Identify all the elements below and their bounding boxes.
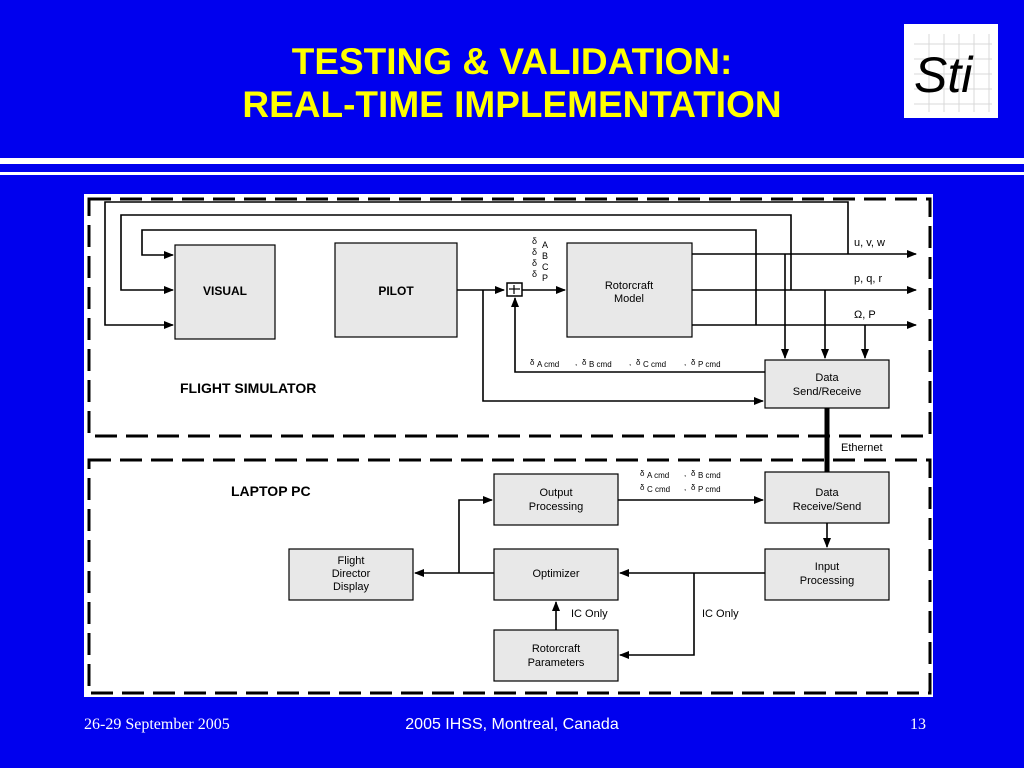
sim-cmd-b: B cmd xyxy=(589,360,612,369)
delta-a: A xyxy=(542,240,548,250)
laptop-pc-label: LAPTOP PC xyxy=(231,483,311,499)
output-processing-block xyxy=(493,473,619,526)
rotorcraft-model-label-1: Rotorcraft xyxy=(605,280,653,292)
svg-text:,: , xyxy=(575,358,577,367)
output-processing-label-1: Output xyxy=(539,487,572,499)
ic-only-label-2: IC Only xyxy=(702,608,739,620)
output-pqr: p, q, r xyxy=(854,273,882,285)
svg-text:δ: δ xyxy=(532,269,537,279)
svg-text:δ: δ xyxy=(691,483,696,492)
slide-title-line2: REAL-TIME IMPLEMENTATION xyxy=(242,84,782,125)
laptop-cmd-b: B cmd xyxy=(698,471,721,480)
ethernet-label: Ethernet xyxy=(841,442,883,454)
optimizer-block xyxy=(493,548,619,601)
flight-simulator-boundary xyxy=(87,197,932,438)
system-diagram: VISUAL PILOT Rotorcraft Model Data Send/… xyxy=(84,194,933,697)
slide-title-line1: TESTING & VALIDATION: xyxy=(291,41,733,82)
ic-only-label-1: IC Only xyxy=(571,608,608,620)
svg-text:,: , xyxy=(684,358,686,367)
flight-director-label-3: Display xyxy=(333,581,370,593)
sti-logo-graphic: Sti xyxy=(914,34,992,112)
output-uvw: u, v, w xyxy=(854,237,885,249)
data-receive-send-label-2: Receive/Send xyxy=(793,501,862,513)
svg-text:δ: δ xyxy=(532,258,537,268)
svg-text:δ: δ xyxy=(640,483,645,492)
data-send-receive-block xyxy=(764,359,890,409)
input-processing-label-2: Processing xyxy=(800,575,854,587)
laptop-cmd-a: A cmd xyxy=(647,471,669,480)
pilot-label: PILOT xyxy=(378,284,414,298)
svg-text:δ: δ xyxy=(691,358,696,367)
laptop-cmd-c: C cmd xyxy=(647,485,670,494)
svg-text:,: , xyxy=(684,483,686,492)
svg-text:,: , xyxy=(629,358,631,367)
footer-conference: 2005 IHSS, Montreal, Canada xyxy=(405,716,619,733)
flight-director-label-2: Director xyxy=(332,568,371,580)
input-processing-block xyxy=(764,548,890,601)
title-rule-thin xyxy=(0,172,1024,175)
slide-title: TESTING & VALIDATION: REAL-TIME IMPLEMEN… xyxy=(0,40,1024,126)
sim-cmd-c: C cmd xyxy=(643,360,666,369)
delta-b: B xyxy=(542,251,548,261)
logo-text: Sti xyxy=(914,47,974,103)
visual-block xyxy=(174,244,276,340)
data-receive-send-label-1: Data xyxy=(815,487,839,499)
laptop-pc-boundary xyxy=(87,458,932,695)
data-send-receive-label-1: Data xyxy=(815,372,839,384)
rotorcraft-parameters-label-1: Rotorcraft xyxy=(532,643,580,655)
input-processing-label-1: Input xyxy=(815,561,839,573)
footer-date: 26-29 September 2005 xyxy=(84,716,230,733)
svg-text:δ: δ xyxy=(532,236,537,246)
rotorcraft-model-label-2: Model xyxy=(614,293,644,305)
svg-text:δ: δ xyxy=(640,469,645,478)
delta-p: P xyxy=(542,273,548,283)
delta-c: C xyxy=(542,262,549,272)
svg-text:δ: δ xyxy=(582,358,587,367)
data-send-receive-label-2: Send/Receive xyxy=(793,386,862,398)
sim-cmd-a: A cmd xyxy=(537,360,559,369)
svg-text:,: , xyxy=(684,469,686,478)
svg-text:δ: δ xyxy=(691,469,696,478)
footer-page-number: 13 xyxy=(910,716,926,733)
rotorcraft-parameters-block xyxy=(493,629,619,682)
title-rule-thick xyxy=(0,158,1024,164)
rotorcraft-parameters-label-2: Parameters xyxy=(528,657,585,669)
optimizer-label: Optimizer xyxy=(532,568,579,580)
output-processing-label-2: Processing xyxy=(529,501,583,513)
sim-cmd-p: P cmd xyxy=(698,360,721,369)
svg-text:δ: δ xyxy=(636,358,641,367)
rotorcraft-model-block xyxy=(566,242,693,338)
flight-simulator-label: FLIGHT SIMULATOR xyxy=(180,380,316,396)
output-omega-p: Ω, P xyxy=(854,309,876,321)
flight-director-label-1: Flight xyxy=(338,555,365,567)
svg-text:δ: δ xyxy=(532,247,537,257)
pilot-block xyxy=(334,242,458,338)
visual-label: VISUAL xyxy=(203,284,247,298)
svg-text:δ: δ xyxy=(530,358,535,367)
flight-director-display-block xyxy=(288,548,414,601)
laptop-cmd-p: P cmd xyxy=(698,485,721,494)
sti-logo: Sti xyxy=(904,24,998,118)
